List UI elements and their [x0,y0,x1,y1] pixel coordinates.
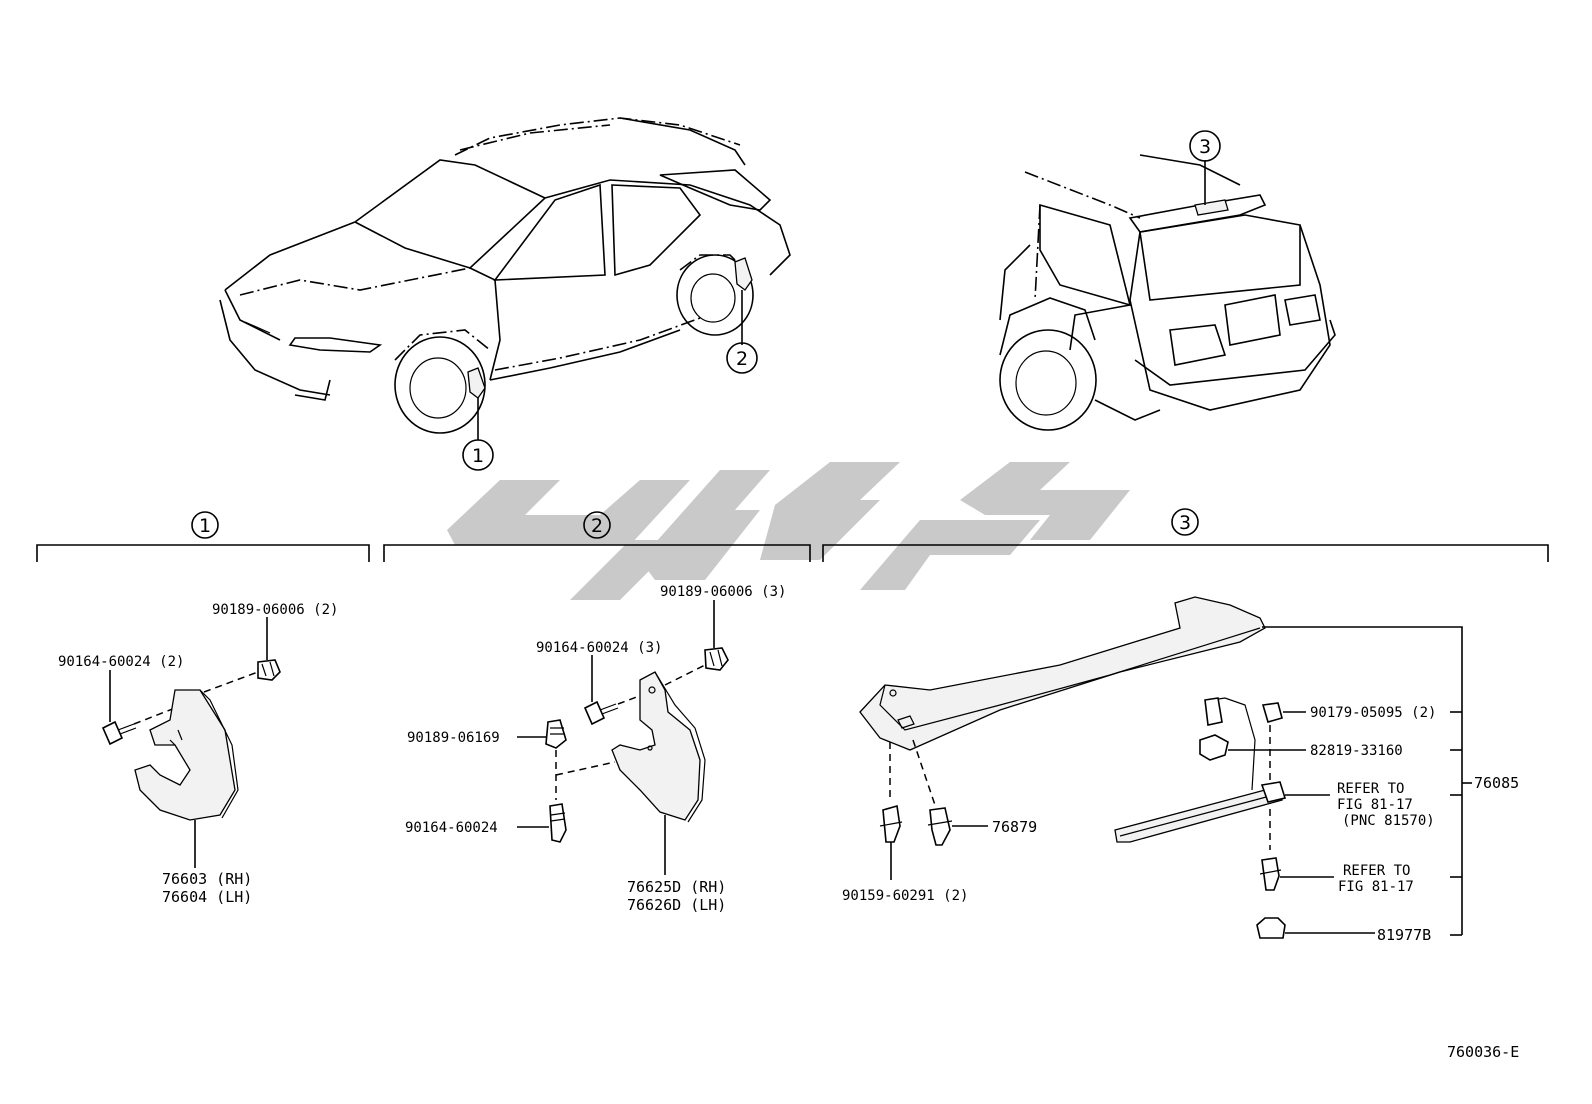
label-grommet: 82819-33160 [1310,743,1403,759]
label-refer2-line2: FIG 81-17 [1338,879,1414,895]
callout-1-car: 1 [462,439,494,471]
svg-text:3: 3 [1199,136,1211,158]
svg-text:2: 2 [591,515,603,537]
screw-part [101,720,137,746]
callout-3-car: 3 [1189,130,1221,162]
spoiler-76085 [859,596,1266,751]
figure-id: 760036-E [1447,1043,1519,1061]
section-2-labels: 90189-06006 (3) 90164-60024 (3) 90189-06… [405,584,786,914]
label-clip: 90189-06006 (3) [660,584,786,600]
car-rear-view [999,154,1336,431]
section-bracket-1: 1 [36,511,370,562]
section-bracket-2: 2 [383,511,811,562]
label-mudguard-lh: 76626D (LH) [627,896,726,914]
svg-text:1: 1 [199,515,211,537]
mudguard-76625d [611,671,706,823]
label-screw-b: 90164-60024 [405,820,498,836]
label-stud: 76879 [992,818,1037,836]
section-bracket-3: 3 [822,508,1549,562]
section-3-parts [859,596,1472,939]
svg-text:2: 2 [736,348,748,370]
section-3-labels: 76085 90179-05095 (2) 82819-33160 REFER … [842,705,1519,944]
label-screw: 90164-60024 (2) [58,654,184,670]
label-refer1-line2: FIG 81-17 [1337,797,1413,813]
section-1-parts [101,617,281,868]
rail-bar [1114,781,1287,843]
car-front-view [219,117,791,440]
callout-2-car: 2 [726,342,758,374]
label-mudguard-rh: 76603 (RH) [162,870,252,888]
section-1-labels: 90189-06006 (2) 90164-60024 (2) 76603 (R… [58,602,338,906]
label-refer1-line1: REFER TO [1337,781,1404,797]
section-2-parts [517,600,729,875]
label-refer2-line1: REFER TO [1343,863,1410,879]
watermark-logo [447,462,1130,600]
label-screw-a: 90164-60024 (3) [536,640,662,656]
label-clip: 90189-06006 (2) [212,602,338,618]
label-bolt: 90159-60291 (2) [842,888,968,904]
label-nut: 90179-05095 (2) [1310,705,1436,721]
mudguard-76603 [134,689,239,821]
svg-text:1: 1 [472,445,484,467]
label-clip-b: 90189-06169 [407,730,500,746]
svg-text:3: 3 [1179,512,1191,534]
clip-part [257,659,281,681]
label-mudguard-rh: 76625D (RH) [627,878,726,896]
label-bracket: 81977B [1377,926,1431,944]
label-spoiler: 76085 [1474,774,1519,792]
label-refer1-line3: (PNC 81570) [1342,813,1435,829]
label-mudguard-lh: 76604 (LH) [162,888,252,906]
